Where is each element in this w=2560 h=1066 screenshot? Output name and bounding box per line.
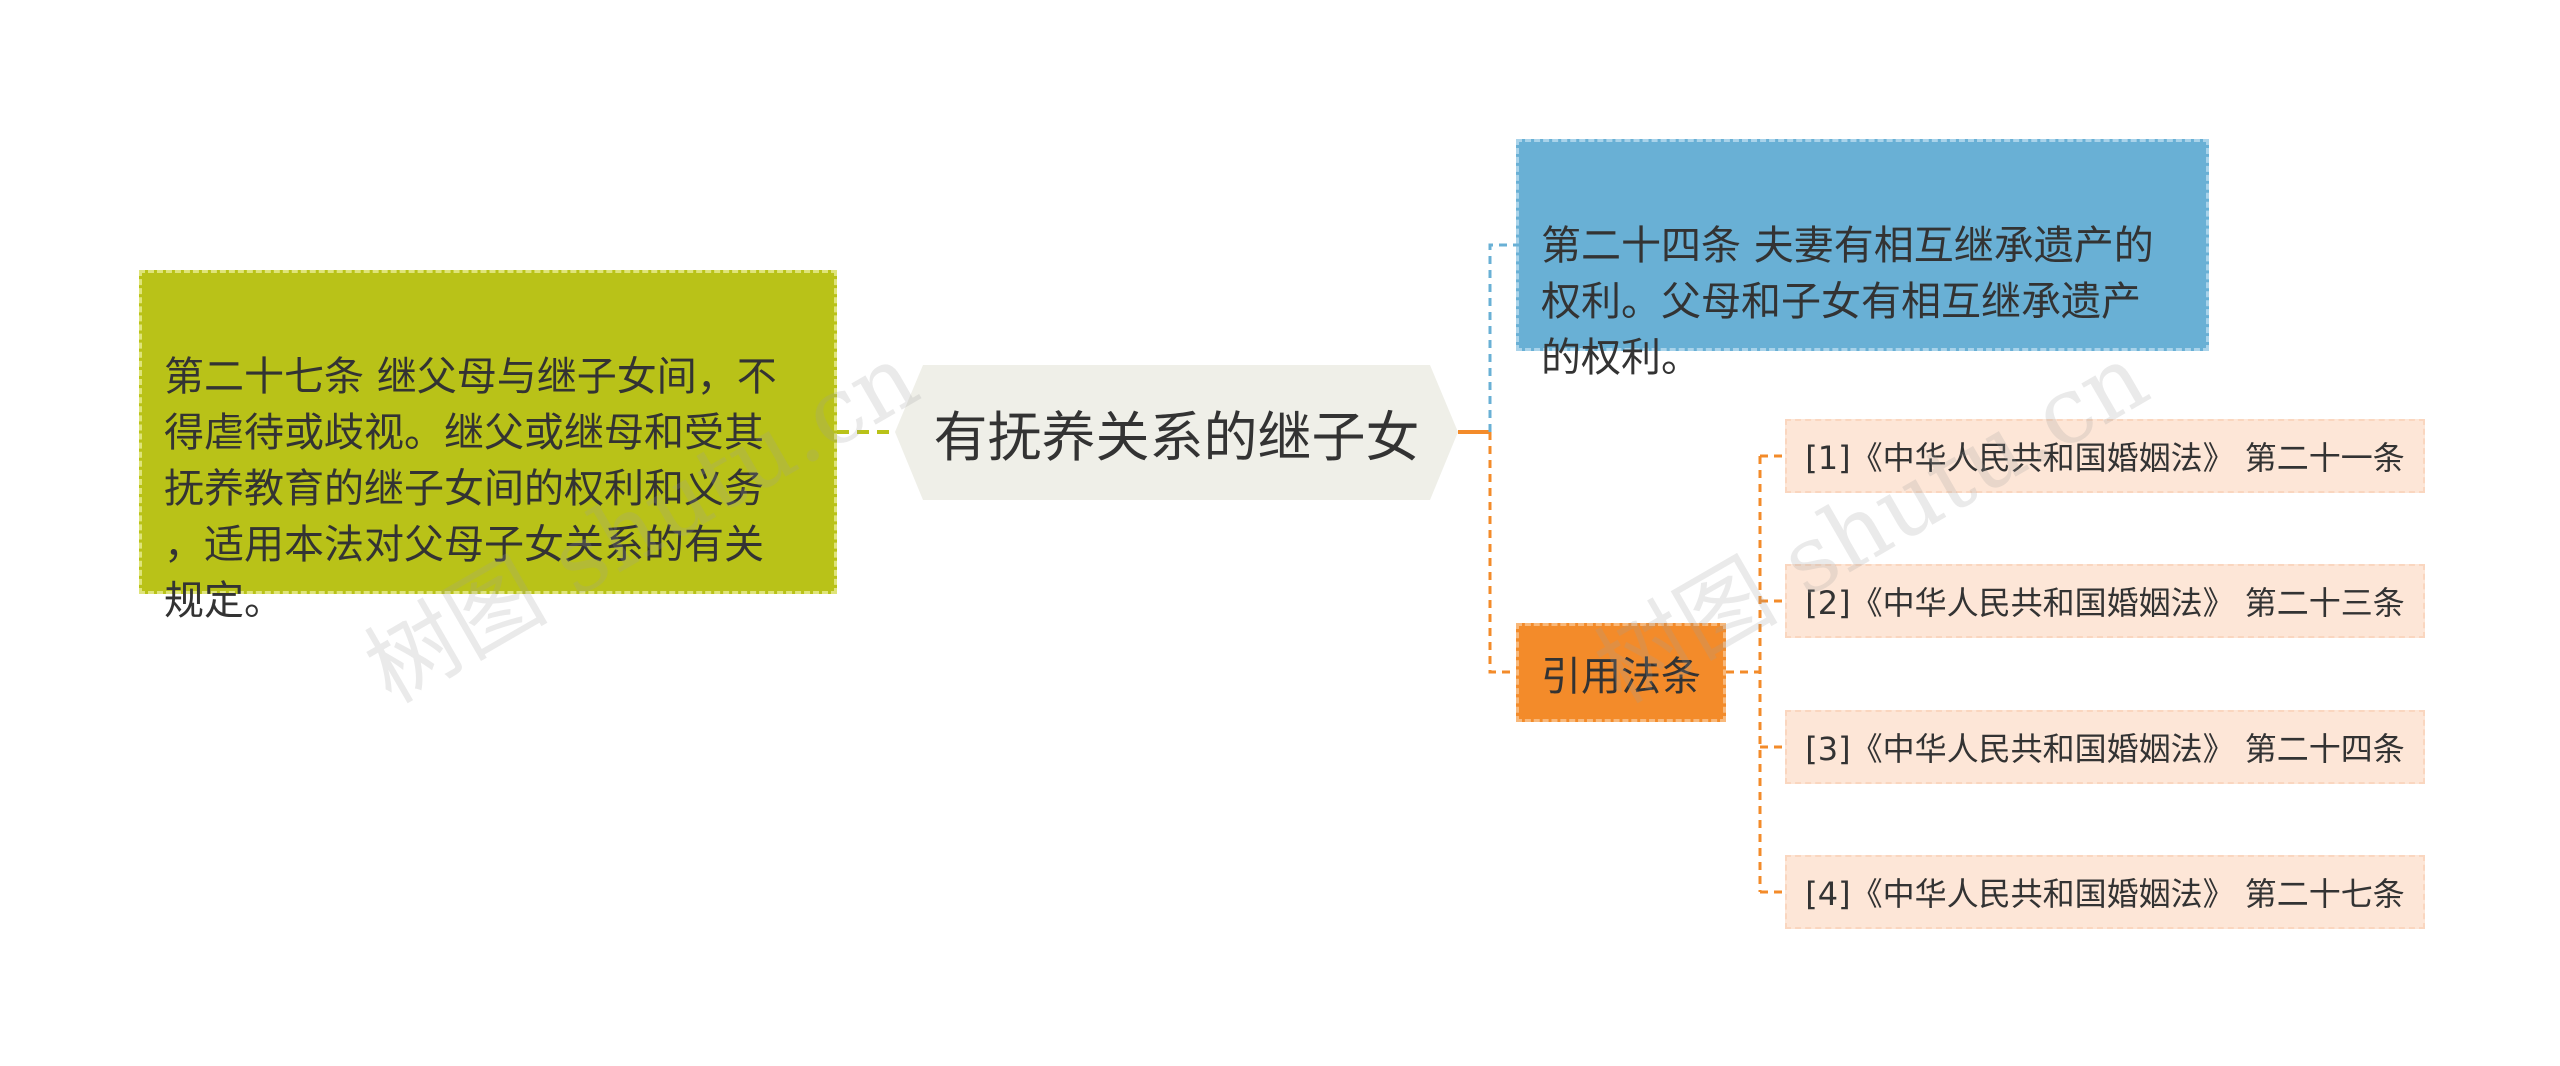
reference-item[interactable]: [3]《中华人民共和国婚姻法》 第二十四条 bbox=[1785, 710, 2425, 784]
central-topic-title: 有抚养关系的继子女 bbox=[933, 406, 1420, 469]
central-hexagon-shape bbox=[895, 365, 1458, 500]
references-label-node[interactable]: 引用法条 bbox=[1516, 623, 1726, 722]
reference-item-text: [4]《中华人民共和国婚姻法》 第二十七条 bbox=[1805, 875, 2405, 913]
reference-item[interactable]: [1]《中华人民共和国婚姻法》 第二十一条 bbox=[1785, 419, 2425, 493]
top-right-topic-text: 第二十四条 夫妻有相互继承遗产的 权利。父母和子女有相互继承遗产 的权利。 bbox=[1541, 223, 2154, 381]
connector-top-right bbox=[1488, 243, 1516, 432]
reference-item[interactable]: [2]《中华人民共和国婚姻法》 第二十三条 bbox=[1785, 564, 2425, 638]
reference-item-text: [1]《中华人民共和国婚姻法》 第二十一条 bbox=[1805, 439, 2405, 477]
reference-item[interactable]: [4]《中华人民共和国婚姻法》 第二十七条 bbox=[1785, 855, 2425, 929]
reference-item-text: [3]《中华人民共和国婚姻法》 第二十四条 bbox=[1805, 730, 2405, 768]
top-right-topic-node[interactable]: 第二十四条 夫妻有相互继承遗产的 权利。父母和子女有相互继承遗产 的权利。 bbox=[1516, 139, 2209, 381]
left-topic-node[interactable]: 第二十七条 继父母与继子女间，不 得虐待或歧视。继父或继母和受其 抚养教育的继子… bbox=[139, 270, 837, 624]
references-label: 引用法条 bbox=[1541, 653, 1701, 700]
reference-item-text: [2]《中华人民共和国婚姻法》 第二十三条 bbox=[1805, 584, 2405, 622]
central-topic-node[interactable]: 有抚养关系的继子女 bbox=[895, 365, 1458, 500]
connector-ref-label bbox=[1488, 432, 1516, 674]
left-topic-text: 第二十七条 继父母与继子女间，不 得虐待或歧视。继父或继母和受其 抚养教育的继子… bbox=[164, 354, 777, 624]
